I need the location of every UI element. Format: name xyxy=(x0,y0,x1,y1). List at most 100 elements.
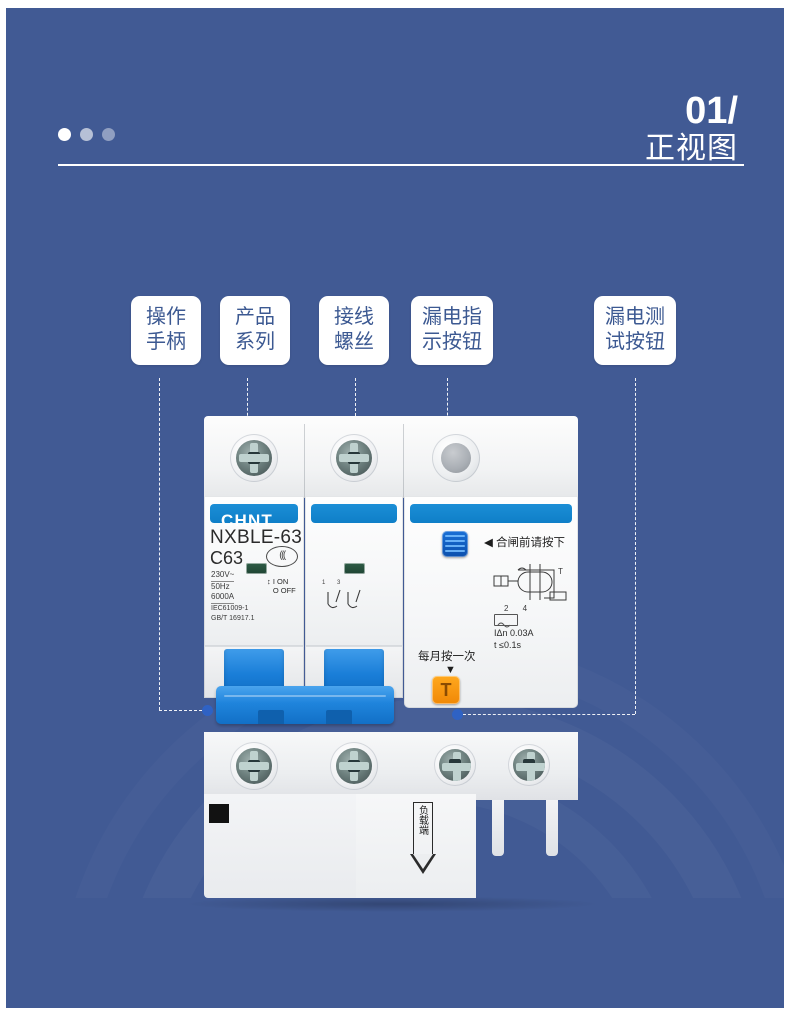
ratings-list: 230V~ 50Hz 6000A xyxy=(211,570,235,604)
rcd-specifications: IΔn 0.03A t ≤0.1s xyxy=(494,627,534,651)
handle-groove xyxy=(224,695,386,697)
arrow-down-icon: ▼ xyxy=(445,664,456,676)
din-mount-pin-2 xyxy=(546,800,558,856)
top-terminal-screw-2[interactable] xyxy=(330,434,378,482)
status-window-pole-1 xyxy=(246,563,267,574)
terminal-hole-icon xyxy=(441,443,471,473)
leakage-indicator-button[interactable] xyxy=(442,531,468,557)
svg-text:T: T xyxy=(558,567,563,576)
header-dot-1 xyxy=(58,128,71,141)
bottom-terminal-screw-4[interactable] xyxy=(508,744,550,786)
leader-line-screw-vertical xyxy=(355,378,356,436)
arrow-shaft xyxy=(413,802,433,856)
header-dot-2 xyxy=(80,128,93,141)
header-divider-line xyxy=(58,164,744,166)
callout-line-1: 接线 xyxy=(334,306,374,328)
accent-bar-rcd xyxy=(410,504,572,523)
top-terminal-block xyxy=(204,416,578,498)
screw-head-icon xyxy=(236,440,272,476)
callout-leakage-indicator-button[interactable]: 漏电指 示按钮 xyxy=(411,296,493,365)
standard-iec: IEC61009-1 xyxy=(211,605,249,612)
bottom-terminal-screw-1[interactable] xyxy=(230,742,278,790)
screw-head-icon xyxy=(236,748,272,784)
on-off-marking: ↕ I ON ↕ O OFF xyxy=(267,577,296,595)
callout-line-2: 示按钮 xyxy=(422,331,482,353)
module-seam xyxy=(304,424,305,498)
arrow-up-down-icon: ↕ xyxy=(267,577,271,586)
rcd-schematic-svg: T xyxy=(493,564,567,601)
handle-notch-2 xyxy=(326,710,352,724)
standard-gb: GB/T 16917.1 xyxy=(211,614,255,622)
arrow-head-fill xyxy=(413,854,433,869)
callout-line-1: 漏电测 xyxy=(605,306,665,328)
leader-endpoint-handle xyxy=(202,705,213,716)
rating-voltage: 230V~ xyxy=(211,570,235,582)
brand-logo-text: CHNT xyxy=(221,511,274,530)
header-dot-3 xyxy=(102,128,115,141)
switch-symbol-svg xyxy=(327,589,361,609)
header-dots xyxy=(58,128,115,141)
leakage-test-button[interactable]: T xyxy=(432,676,460,704)
circuit-breaker-product: CHNT NXBLE-63 C63 ((( 230V~ 50Hz 6000A I… xyxy=(176,408,606,908)
ccc-certification-mark: ((( xyxy=(266,546,298,567)
section-title: 正视图 xyxy=(645,132,738,165)
rcd-sensitivity: IΔn 0.03A xyxy=(494,628,534,638)
leader-line-handle-horizontal xyxy=(159,710,207,711)
blue-background-panel: 01/ 正视图 操作 手柄 产品 系列 接线 螺丝 xyxy=(6,8,784,1008)
pole-numbers: 1 3 xyxy=(322,580,346,586)
callout-wiring-screw[interactable]: 接线 螺丝 xyxy=(319,296,389,365)
screw-head-icon xyxy=(336,748,372,784)
rcd-circuit-schematic: T xyxy=(492,562,578,608)
standards-list: IEC61009-1 GB/T 16917.1 xyxy=(211,604,254,623)
leader-endpoint-test xyxy=(452,709,463,720)
rcd-terminal-numbers: 2 4 xyxy=(504,604,534,613)
rating-breaking-capacity: 6000A xyxy=(211,592,235,604)
load-terminal-arrow: 负载端 xyxy=(410,802,436,880)
callout-line-2: 系列 xyxy=(235,331,275,353)
position-off: O OFF xyxy=(272,586,296,595)
leader-line-test-horizontal xyxy=(458,714,635,715)
callout-operating-handle[interactable]: 操作 手柄 xyxy=(131,296,201,365)
callout-line-1: 操作 xyxy=(146,306,186,328)
top-terminal-hole[interactable] xyxy=(432,434,480,482)
position-on: I ON xyxy=(272,577,289,586)
callout-line-1: 产品 xyxy=(235,306,275,328)
module-seam xyxy=(403,424,404,498)
switch-schematic-symbol: 1 3 xyxy=(322,580,368,614)
screw-head-icon xyxy=(336,440,372,476)
top-terminal-screw-1[interactable] xyxy=(230,434,278,482)
leader-line-handle-vertical xyxy=(159,378,160,710)
ac-waveform-symbol xyxy=(494,614,518,628)
callout-line-1: 漏电指 xyxy=(422,306,482,328)
accent-bar-pole-2 xyxy=(311,504,397,523)
sine-icon xyxy=(497,622,511,628)
leader-line-test-vertical xyxy=(635,378,636,714)
breaker-base-right xyxy=(356,794,476,898)
product-drop-shadow xyxy=(182,896,602,912)
callout-line-2: 手柄 xyxy=(146,331,186,353)
screw-head-icon xyxy=(439,749,471,781)
handle-notch-1 xyxy=(258,710,284,724)
press-before-closing-note: ◀ 合闸前请按下 xyxy=(484,537,566,549)
callout-leakage-test-button[interactable]: 漏电测 试按钮 xyxy=(594,296,676,365)
brand-bar: CHNT xyxy=(210,504,298,530)
monthly-test-note: 每月按一次 xyxy=(418,651,476,663)
bottom-terminal-screw-2[interactable] xyxy=(330,742,378,790)
bottom-terminal-screw-3[interactable] xyxy=(434,744,476,786)
callout-line-2: 试按钮 xyxy=(605,331,665,353)
model-number: NXBLE-63 xyxy=(210,527,303,548)
din-rail-release-mark xyxy=(209,804,229,823)
din-mount-pin-1 xyxy=(492,800,504,856)
section-number: 01/ xyxy=(685,90,738,132)
rcd-trip-time: t ≤0.1s xyxy=(494,640,521,650)
load-terminal-label: 负载端 xyxy=(416,805,428,835)
curve-rating: C63 xyxy=(210,548,244,568)
callout-line-2: 螺丝 xyxy=(334,331,374,353)
rating-frequency: 50Hz xyxy=(211,581,230,591)
breaker-body: CHNT NXBLE-63 C63 ((( 230V~ 50Hz 6000A I… xyxy=(204,496,578,732)
operating-handle-tie-bar[interactable] xyxy=(216,686,394,724)
status-window-pole-2 xyxy=(344,563,365,574)
callout-product-series[interactable]: 产品 系列 xyxy=(220,296,290,365)
rcd-module xyxy=(404,496,578,708)
